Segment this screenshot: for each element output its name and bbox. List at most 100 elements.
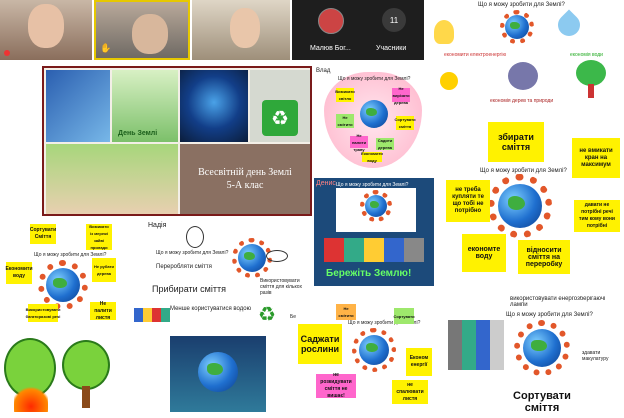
participants-button[interactable]: 11 Учасники [368,0,424,60]
tree-trunk-icon [588,84,594,98]
sticky-note: Не палити листя [90,301,116,321]
recycle-arrows-icon: ♻ [258,304,276,326]
sticky-note: Не палити траву [350,133,368,152]
board-heart: Влад Що я можу зробити для Землі? Вимика… [316,66,430,174]
bicycle-icon [266,250,288,262]
globe-icon [505,15,529,39]
globe-icon [198,352,238,392]
sticky-litter: не розкидувати сміття не вишає! [316,372,356,399]
board-top-right: Що я можу зробити для Землі? економити е… [426,0,624,118]
participant-face-2 [132,14,168,54]
participant-tile-avatar[interactable]: Малюв Бог... [292,0,368,60]
globe-icon [365,195,387,217]
sticky-note: Сортувати [393,308,415,324]
sticky-note: Не вирізати дерева [392,86,410,105]
sticky-tap: не вмикати кран на максимум [572,138,620,178]
slide-image-hands-globe [46,70,110,142]
center-question: Що я можу зробити для Землі? [348,320,421,326]
globe-icon [359,335,389,365]
sticky-energy: Економ енергії [406,348,432,376]
participants-count-badge: 11 [382,8,406,32]
nadia-text-reuse: Використовувати сміття для кількох разів [260,278,302,296]
recycle-bins-icon [324,238,424,262]
video-tile-1[interactable] [0,0,92,60]
sticky-note: Економити воду [361,151,383,163]
right-question: Що я можу зробити для Землі? [480,168,567,174]
nadia-text-clean: Прибирати сміття [152,284,226,294]
recycle-bin-icon: ♻ [262,100,298,136]
globe-icon [46,268,80,302]
sticky-note: Економити воду [5,262,33,284]
board-center-bottom: Саджати рослини Що я можу зробити для Зе… [296,294,436,418]
sticky-give-things: давати не потрібні речі тим кому вони по… [574,200,620,232]
healthy-tree-drawing [62,340,110,390]
sticky-collect-trash: збирати сміття [488,122,544,162]
sticky-note: Вимикати світло [335,88,355,102]
denys-slogan: Бережіть Землю! [326,268,412,279]
mic-muted-icon [4,50,10,56]
slide-image-hands-sprout [46,144,178,214]
label-nature: економія дерев та природи [490,98,554,104]
presentation-slide: День Землі ♻ Всесвітній день Землі 5-А к… [42,66,312,216]
video-tile-2[interactable]: ✋ [94,0,190,60]
sticky-note: Не смітити [336,114,354,128]
image-earth-hands [170,336,266,412]
globe-ring [488,174,552,238]
tree-trunk-icon [82,386,90,408]
globe-icon [523,329,561,367]
sticky-note: Садити дерева [376,138,394,150]
globe-icon [360,100,388,128]
participant-name: Малюв Бог... [310,45,351,52]
sticky-note: Не рубати дерева [92,258,116,282]
sticky-plant: Саджати рослини [298,324,342,364]
sticky-save-water: економте воду [462,234,506,272]
slide-subtitle: 5-А клас [226,180,264,191]
slide-caption-day: День Землі [118,130,158,137]
text-paper: здавати макулатуру [582,350,609,362]
board-bottom-right: використовувати енергозберігаючі лампи Щ… [440,296,624,418]
denys-question: Що я можу зробити для Землі? [336,182,409,188]
author-denys: Денис [316,180,336,187]
sticky-note: Сортувати Сміття [30,224,56,244]
globe-icon [238,244,266,272]
recycle-bins-photo [448,320,504,370]
participant-face-3 [230,8,260,48]
bulb-icon [434,20,454,44]
label-water: економія води [570,52,603,58]
sticky-recycling: відносити сміття на переробку [518,240,570,274]
heart-question: Що я можу зробити для Землі? [338,76,411,82]
slide-title: Всесвітній день Землі [198,167,292,178]
participant-face-1 [28,4,64,48]
slide-title-panel: Всесвітній день Землі 5-А клас [180,144,310,214]
recycle-bins-icon [134,308,170,322]
bottom-right-question: Що я можу зробити для Землі? [506,312,593,318]
board-denys: Денис Що я можу зробити для Землі? Береж… [314,178,434,286]
nadia-text-water: Менше користуватися водою [170,306,252,312]
author-vlad: Влад [316,68,331,74]
water-drop-icon [553,9,585,41]
globe-ring [38,260,88,310]
video-tile-3[interactable] [192,0,290,60]
sun-icon [440,72,458,90]
author-nadia: Надія [148,222,167,229]
globe-ring [360,190,392,222]
text-sort-trash: Сортувати сміття [513,390,571,414]
sticky-note: Використовувати багаторазові речі [26,304,60,322]
avatar [318,8,344,34]
board-left: Сортувати Сміття Вимикати із мережі зайв… [0,218,120,418]
nadia-text-recycle: Переробляти сміття [156,264,212,270]
board-question: Що я можу зробити для Землі? [478,2,565,8]
sticky-note: Сортувати сміття [394,116,416,130]
sticky-burn: не спалювати листя [392,380,428,404]
sticky-note: Не смітити [336,304,356,320]
nadia-question: Що я можу зробити для Землі? [156,250,229,256]
raise-hand-icon: ✋ [100,43,112,53]
label-energy: економити електроенергію [444,52,507,58]
left-question: Що я можу зробити для Землі? [34,252,107,258]
trash-can-icon [186,226,204,248]
sticky-note: Вимикати із мережі зайві прилади [86,224,112,250]
globe-ring [514,320,570,376]
text-lamps: використовувати енергозберігаючі лампи [510,296,606,308]
tree-icon [576,60,606,86]
slide-image-recycle: ♻ [250,70,310,142]
